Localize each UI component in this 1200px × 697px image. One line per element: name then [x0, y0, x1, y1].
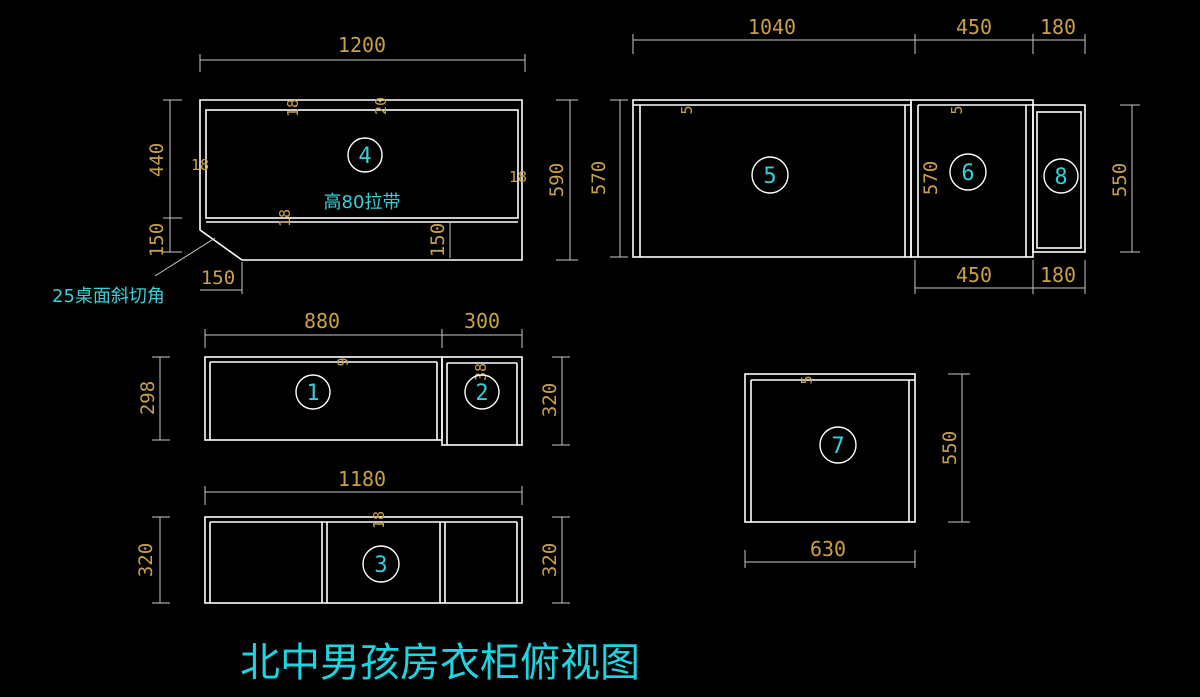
dim-38: 38 — [472, 363, 490, 381]
panel-2-box — [441, 356, 523, 446]
bevel-leader — [154, 237, 216, 277]
panel-5-6-8: 1040 450 180 5 5 570 570 550 450 1 — [588, 15, 1140, 294]
dim-1180: 1180 — [338, 467, 386, 491]
dim-5-a: 5 — [678, 105, 696, 114]
panel-4: 1200 440 150 590 150 18 20 18 18 18 150 … — [52, 33, 578, 307]
panel-4-inner — [205, 109, 519, 219]
dim-1200: 1200 — [338, 33, 386, 57]
strap-note: 高80拉带 — [324, 192, 401, 213]
dim-18-mid: 18 — [276, 209, 294, 227]
bevel-note: 25桌面斜切角 — [52, 286, 165, 307]
dim-450-top: 450 — [956, 15, 992, 39]
bubble-2 — [464, 374, 500, 410]
bubble-2-label: 2 — [475, 381, 488, 406]
panel-1-2: 880 300 9 38 298 320 1 2 — [137, 309, 570, 446]
bubble-5-label: 5 — [763, 164, 776, 189]
panel-8-inner — [1036, 111, 1082, 249]
drawing-title: 北中男孩房衣柜俯视图 — [240, 640, 640, 686]
bubble-3-label: 3 — [374, 553, 387, 578]
dim-300: 300 — [464, 309, 500, 333]
dim-150-inner: 150 — [427, 223, 449, 257]
dim-550: 550 — [939, 431, 961, 465]
panel-4-outline — [199, 99, 523, 261]
dim-570-mid: 570 — [920, 161, 942, 195]
dim-9: 9 — [334, 357, 352, 366]
dim-550-right: 550 — [1109, 163, 1131, 197]
panel-8-box — [1032, 104, 1086, 253]
panel-3: 1180 18 320 320 3 — [135, 467, 570, 604]
dim-150-left: 150 — [146, 223, 168, 257]
dim-298: 298 — [137, 381, 159, 415]
dim-180-top: 180 — [1040, 15, 1076, 39]
bubble-4-label: 4 — [358, 144, 371, 169]
dim-5: 5 — [798, 375, 816, 384]
dim-320-right: 320 — [539, 543, 561, 577]
panel-7: 5 550 630 7 — [744, 373, 970, 568]
bubble-6 — [949, 153, 987, 191]
bubble-1 — [295, 374, 331, 410]
bubble-1-label: 1 — [306, 381, 319, 406]
dim-18-right: 18 — [509, 168, 527, 186]
dim-150-bottom: 150 — [201, 267, 235, 289]
bubble-3 — [362, 545, 400, 583]
dim-18-left: 18 — [191, 156, 209, 174]
dim-180-bottom: 180 — [1040, 263, 1076, 287]
dim-450-bottom: 450 — [956, 263, 992, 287]
dim-18: 18 — [370, 511, 388, 529]
dim-1040: 1040 — [748, 15, 796, 39]
bubble-7 — [819, 426, 857, 464]
dim-570-left: 570 — [588, 161, 610, 195]
bubble-5 — [751, 156, 789, 194]
dim-320: 320 — [539, 383, 561, 417]
dim-880: 880 — [304, 309, 340, 333]
dim-590: 590 — [546, 163, 568, 197]
bubble-8-label: 8 — [1054, 165, 1067, 190]
dim-630: 630 — [810, 537, 846, 561]
panel-3-box — [204, 516, 523, 604]
bubble-4 — [347, 137, 383, 173]
bubble-7-label: 7 — [831, 434, 844, 459]
dim-18-top: 18 — [284, 99, 302, 117]
bubble-8 — [1043, 158, 1079, 194]
bubble-6-label: 6 — [961, 161, 974, 186]
dim-5-b: 5 — [948, 105, 966, 114]
dim-440: 440 — [146, 143, 168, 177]
panel-7-box — [744, 373, 916, 523]
dim-20: 20 — [372, 97, 390, 115]
dim-320-left: 320 — [135, 543, 157, 577]
